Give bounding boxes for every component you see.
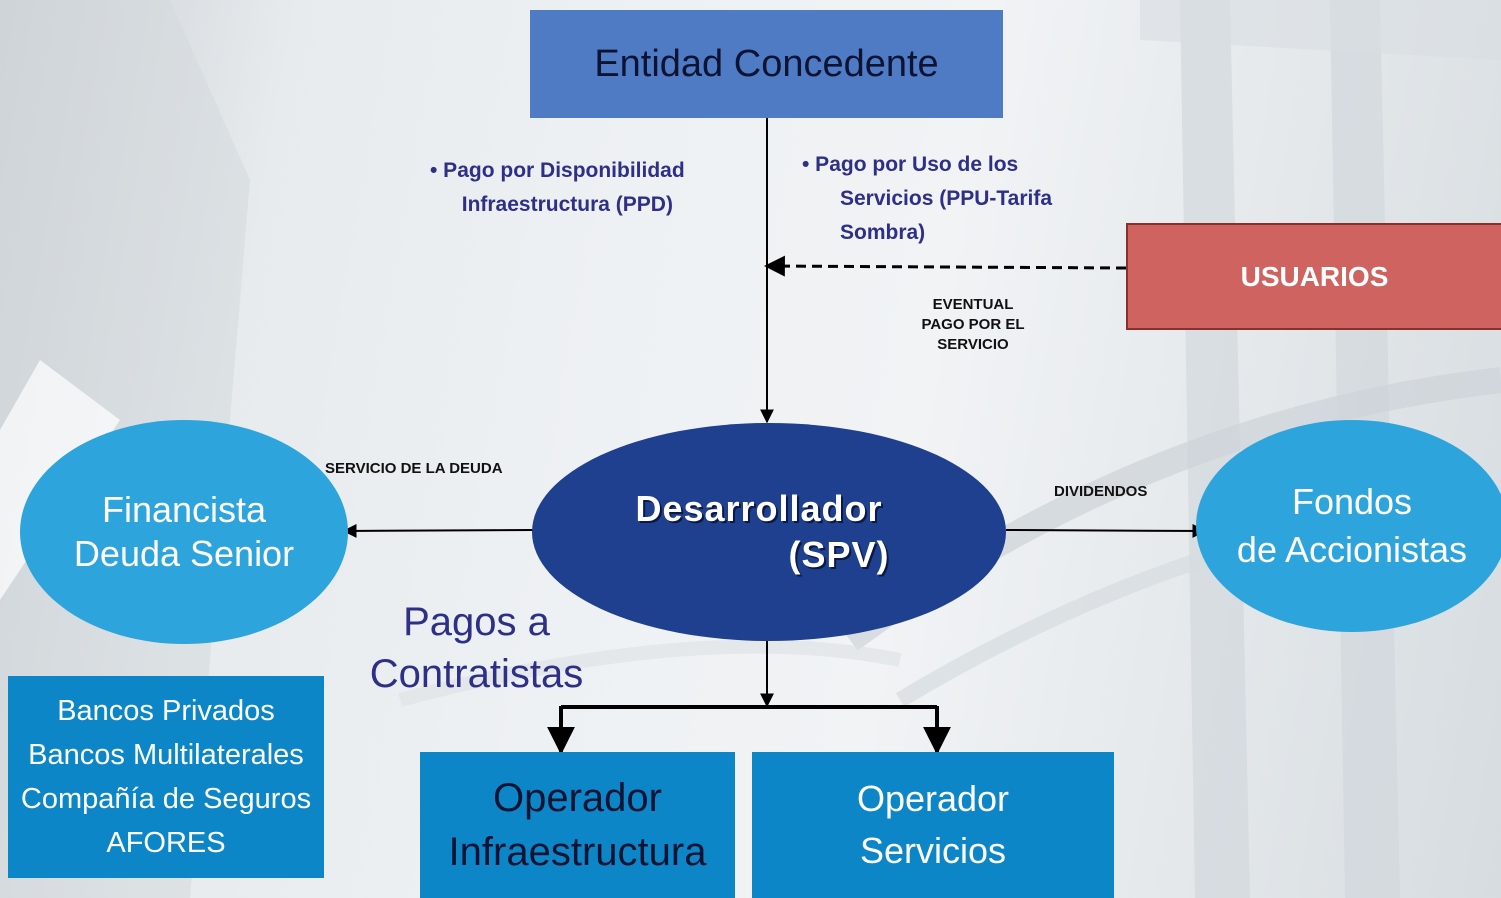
desarrollador-label: Desarrollador xyxy=(635,488,883,529)
bancos-box: Bancos Privados Bancos Multilaterales Co… xyxy=(8,676,324,878)
spv-to-fondos-arrow xyxy=(1005,523,1207,538)
pago-ppd-line-2: Infraestructura (PPD) xyxy=(461,193,673,216)
spv-label: (SPV) xyxy=(788,534,890,575)
operador-serv-line-1: Operador xyxy=(856,778,1010,819)
bancos-line-3: Compañía de Seguros xyxy=(20,783,312,815)
financista-ellipse: Financista Deuda Senior xyxy=(20,420,348,644)
dividendos-label: DIVIDENDOS xyxy=(1054,482,1147,502)
usuarios-dashed-arrow xyxy=(763,255,1127,277)
entidad-concedente-box: Entidad Concedente xyxy=(530,10,1003,118)
bancos-line-4: AFORES xyxy=(106,827,226,859)
pago-ppu-line-1: • Pago por Uso de los xyxy=(802,153,1019,176)
pago-ppu-line-2: Servicios (PPU-Tarifa xyxy=(840,187,1053,210)
fondos-line-2: de Accionistas xyxy=(1236,529,1468,570)
pagos-contratistas-label: Pagos a Contratistas xyxy=(364,596,589,700)
pago-ppd-label: • Pago por Disponibilidad Infraestructur… xyxy=(430,154,685,222)
spv-to-financista-arrow xyxy=(342,523,534,538)
pagos-line-2: Contratistas xyxy=(369,652,584,696)
pagos-line-1: Pagos a xyxy=(403,600,550,644)
financista-line-2: Deuda Senior xyxy=(73,533,295,574)
fondos-ellipse: Fondos de Accionistas xyxy=(1196,420,1501,632)
usuarios-label: USUARIOS xyxy=(1240,260,1389,292)
operador-serv-line-2: Servicios xyxy=(859,830,1007,871)
servicio-deuda-label: SERVICIO DE LA DEUDA xyxy=(325,459,503,479)
bancos-line-1: Bancos Privados xyxy=(57,695,275,727)
financista-line-1: Financista xyxy=(101,489,267,530)
pago-ppu-line-3: Sombra) xyxy=(840,221,926,244)
eventual-pago-label: EVENTUAL PAGO POR EL SERVICIO xyxy=(898,295,1048,355)
operador-infra-line-1: Operador xyxy=(493,776,662,820)
servicio-deuda-text: SERVICIO DE LA DEUDA xyxy=(325,460,503,477)
pago-ppu-label: • Pago por Uso de los Servicios (PPU-Tar… xyxy=(802,148,1052,250)
eventual-line-3: SERVICIO xyxy=(937,336,1009,353)
eventual-line-2: PAGO POR EL xyxy=(921,316,1025,333)
pago-ppd-line-1: • Pago por Disponibilidad xyxy=(430,159,685,182)
fondos-line-1: Fondos xyxy=(1291,481,1413,522)
dividendos-text: DIVIDENDOS xyxy=(1054,483,1148,500)
operador-infra-line-2: Infraestructura xyxy=(448,830,707,874)
operador-infraestructura-box: Operador Infraestructura xyxy=(420,752,735,898)
operador-servicios-box: Operador Servicios xyxy=(752,752,1114,898)
desarrollador-spv-ellipse: Desarrollador (SPV) xyxy=(532,423,1006,641)
entidad-concedente-label: Entidad Concedente xyxy=(594,42,939,85)
usuarios-box: USUARIOS xyxy=(1126,223,1501,330)
eventual-line-1: EVENTUAL xyxy=(932,296,1014,313)
bancos-line-2: Bancos Multilaterales xyxy=(28,739,304,771)
